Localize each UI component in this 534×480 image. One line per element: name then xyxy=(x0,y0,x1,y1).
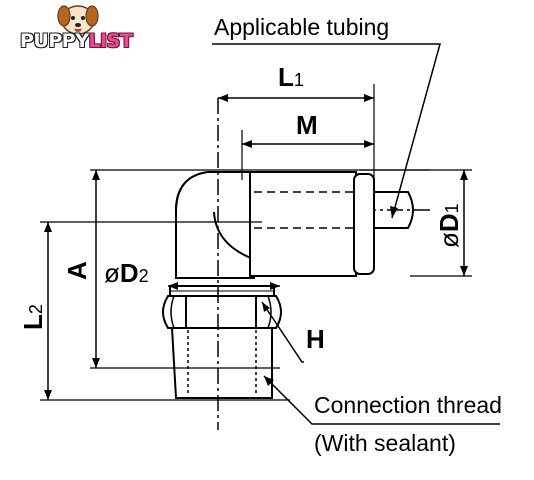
thread-stem xyxy=(170,327,273,399)
leader-H xyxy=(261,301,304,363)
D2-prefix: ø xyxy=(104,258,120,288)
hex-nut xyxy=(162,295,282,329)
leader-tubing xyxy=(212,43,441,219)
D2-sub: 2 xyxy=(138,266,149,286)
release-collar xyxy=(353,173,375,275)
elbow-outline xyxy=(175,171,255,279)
D1-prefix: ø xyxy=(434,232,464,248)
D1-main: D xyxy=(434,213,464,233)
logo-word-1: PUPPY xyxy=(20,30,89,52)
D2-main: D xyxy=(119,258,139,288)
applicable-tubing-label: Applicable tubing xyxy=(214,14,390,40)
D2-label: øD2 xyxy=(104,258,149,289)
logo-word-2: LIST xyxy=(88,30,133,52)
L1-label: L1 xyxy=(278,62,304,93)
L1-sub: 1 xyxy=(293,70,304,90)
A-label: A xyxy=(62,261,92,280)
L2-main: L xyxy=(18,314,48,330)
L2-sub: 2 xyxy=(26,304,46,315)
D1-label: øD1 xyxy=(434,203,465,248)
leader-thread xyxy=(263,375,500,425)
brand-logo: PUPPYLIST xyxy=(8,2,138,58)
union-body xyxy=(249,171,357,277)
H-label: H xyxy=(306,324,325,354)
M-label: M xyxy=(296,110,318,140)
logo-wordmark: PUPPYLIST xyxy=(20,30,133,52)
D1-sub: 1 xyxy=(442,203,462,214)
connection-thread-label: Connection thread xyxy=(314,392,502,418)
dog-mascot-icon xyxy=(57,5,99,35)
L2-label: L2 xyxy=(18,304,49,330)
with-sealant-label: (With sealant) xyxy=(314,430,456,456)
L1-main: L xyxy=(278,62,294,92)
